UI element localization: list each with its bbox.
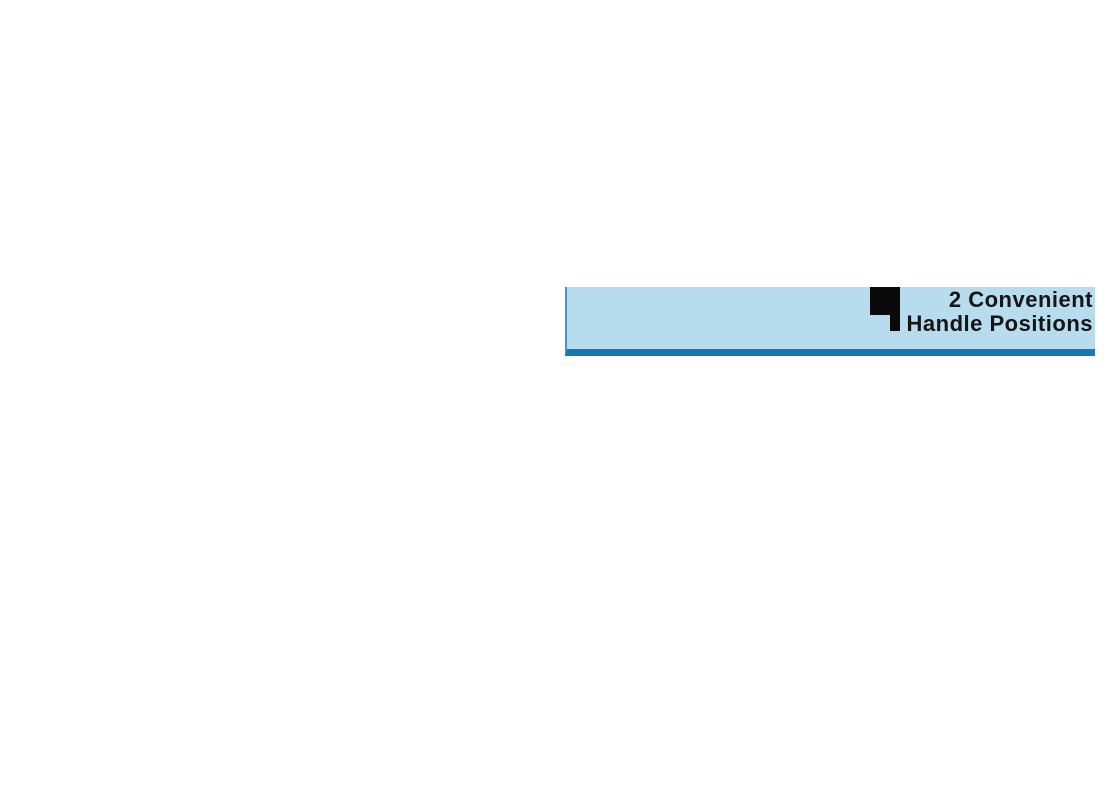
callout-line-2: Handle Positions [906, 311, 1093, 336]
handle-silhouette-icon [870, 287, 908, 331]
callout-line-1: 2 Convenient [948, 287, 1093, 312]
feature-callout-text: 2 Convenient Handle Positions [907, 288, 1093, 336]
feature-callout-banner: 2 Convenient Handle Positions [565, 287, 1095, 356]
